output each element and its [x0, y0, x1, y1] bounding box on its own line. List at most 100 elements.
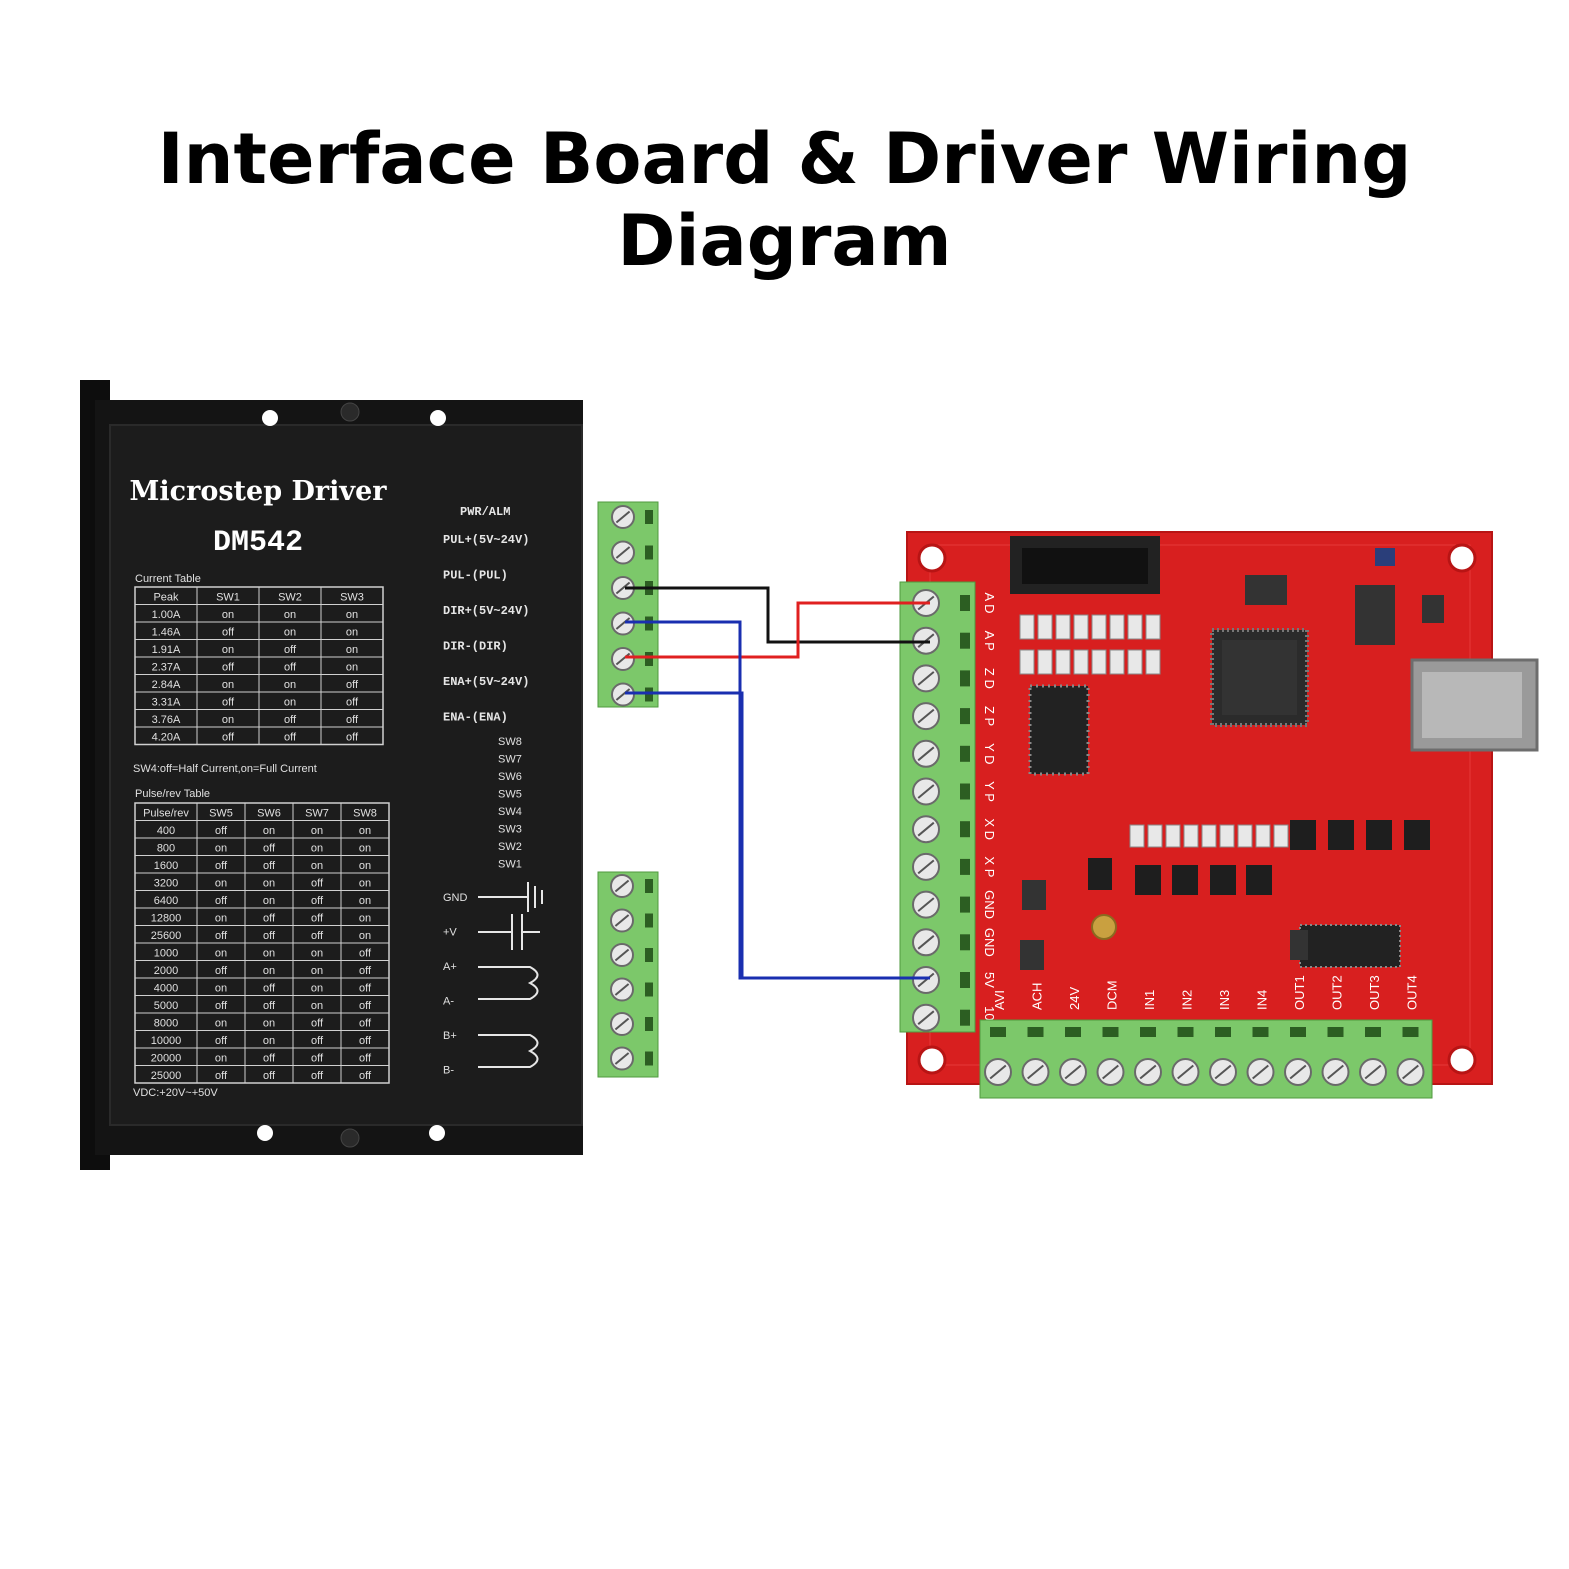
table-cell: 3200 [154, 878, 178, 890]
terminal-label: IN4 [1255, 990, 1270, 1010]
table-header: SW3 [340, 592, 364, 604]
table-cell: 12800 [151, 913, 182, 925]
signal-label: PUL+(5V~24V) [443, 533, 529, 547]
table-cell: on [263, 1035, 275, 1047]
pulse-table-title: Pulse/rev Table [135, 788, 210, 800]
table-cell: off [311, 1070, 324, 1082]
terminal-label: Y P [982, 781, 997, 802]
mount-hole [430, 410, 446, 426]
terminal-label: AVI [992, 990, 1007, 1010]
switch-label: SW3 [498, 824, 522, 836]
table-header: Pulse/rev [143, 808, 189, 820]
power-label: GND [443, 892, 468, 904]
terminal-label: ACH [1030, 983, 1045, 1010]
table-cell: 20000 [151, 1053, 182, 1065]
optocoupler [1210, 865, 1236, 895]
table-cell: 2.37A [152, 662, 181, 674]
signal-label: ENA-(ENA) [443, 711, 508, 725]
table-cell: on [359, 878, 371, 890]
table-cell: 1.46A [152, 627, 181, 639]
wires [625, 586, 930, 980]
switch-label: SW6 [498, 771, 522, 783]
table-cell: on [215, 983, 227, 995]
terminal-label: OUT1 [1292, 975, 1307, 1010]
table-cell: off [311, 930, 324, 942]
table-cell: on [346, 627, 358, 639]
terminal-label: IN3 [1217, 990, 1232, 1010]
power-label: B+ [443, 1030, 457, 1042]
table-cell: on [346, 644, 358, 656]
table-cell: off [263, 1070, 276, 1082]
signal-label: DIR+(5V~24V) [443, 604, 529, 618]
table-cell: off [222, 697, 235, 709]
table-cell: on [215, 948, 227, 960]
driver-face [109, 424, 583, 1126]
sw4-note: SW4:off=Half Current,on=Full Current [133, 763, 317, 775]
vdc-note: VDC:+20V~+50V [133, 1087, 218, 1099]
stepper-driver: Microstep Driver DM542 Current Table Pea… [80, 380, 659, 1170]
table-cell: 2000 [154, 965, 178, 977]
table-cell: on [215, 843, 227, 855]
table-cell: on [359, 930, 371, 942]
table-cell: on [215, 1018, 227, 1030]
signal-labels: PUL+(5V~24V)PUL-(PUL)DIR+(5V~24V)DIR-(DI… [443, 533, 529, 725]
bottom-terminal-block [979, 1019, 1433, 1099]
table-cell: off [263, 843, 276, 855]
optocoupler [1404, 820, 1430, 850]
signal-label: PUL-(PUL) [443, 569, 508, 583]
table-cell: off [222, 662, 235, 674]
table-cell: on [311, 843, 323, 855]
screw-icon [340, 1128, 360, 1148]
power-symbols [478, 882, 543, 1068]
table-cell: 8000 [154, 1018, 178, 1030]
table-cell: off [215, 895, 228, 907]
table-header: SW8 [353, 808, 377, 820]
table-cell: off [359, 1053, 372, 1065]
table-cell: on [359, 860, 371, 872]
table-cell: off [263, 930, 276, 942]
table-cell: 10000 [151, 1035, 182, 1047]
table-cell: 2.84A [152, 679, 181, 691]
terminal-label: OUT2 [1330, 975, 1345, 1010]
table-cell: off [311, 1053, 324, 1065]
power-label: +V [443, 927, 457, 939]
table-cell: off [263, 1000, 276, 1012]
terminal-label: A P [982, 631, 997, 651]
switch-label: SW7 [498, 754, 522, 766]
terminal-label: GND [982, 890, 997, 919]
table-cell: on [263, 895, 275, 907]
table-cell: 400 [157, 825, 175, 837]
terminal-label: OUT3 [1367, 975, 1382, 1010]
table-cell: on [311, 965, 323, 977]
table-cell: 1.91A [152, 644, 181, 656]
table-cell: on [359, 913, 371, 925]
table-cell: on [359, 895, 371, 907]
table-cell: 1000 [154, 948, 178, 960]
table-cell: off [346, 697, 359, 709]
mount-hole [262, 410, 278, 426]
table-cell: off [311, 895, 324, 907]
table-cell: off [311, 878, 324, 890]
terminal-label: Z D [982, 668, 997, 689]
wire-black [625, 586, 930, 644]
terminal-label: DCM [1105, 980, 1120, 1010]
logic-ic [1299, 924, 1401, 968]
left-terminal-block [899, 581, 976, 1033]
table-cell: off [311, 913, 324, 925]
table-cell: off [359, 983, 372, 995]
table-header: SW1 [216, 592, 240, 604]
table-header: SW7 [305, 808, 329, 820]
table-cell: off [359, 965, 372, 977]
optocoupler [1135, 865, 1161, 895]
mount-hole [1447, 543, 1477, 573]
table-cell: on [346, 609, 358, 621]
optocoupler [1290, 820, 1316, 850]
signal-terminal-block [597, 501, 659, 708]
table-cell: 5000 [154, 1000, 178, 1012]
table-cell: off [215, 825, 228, 837]
